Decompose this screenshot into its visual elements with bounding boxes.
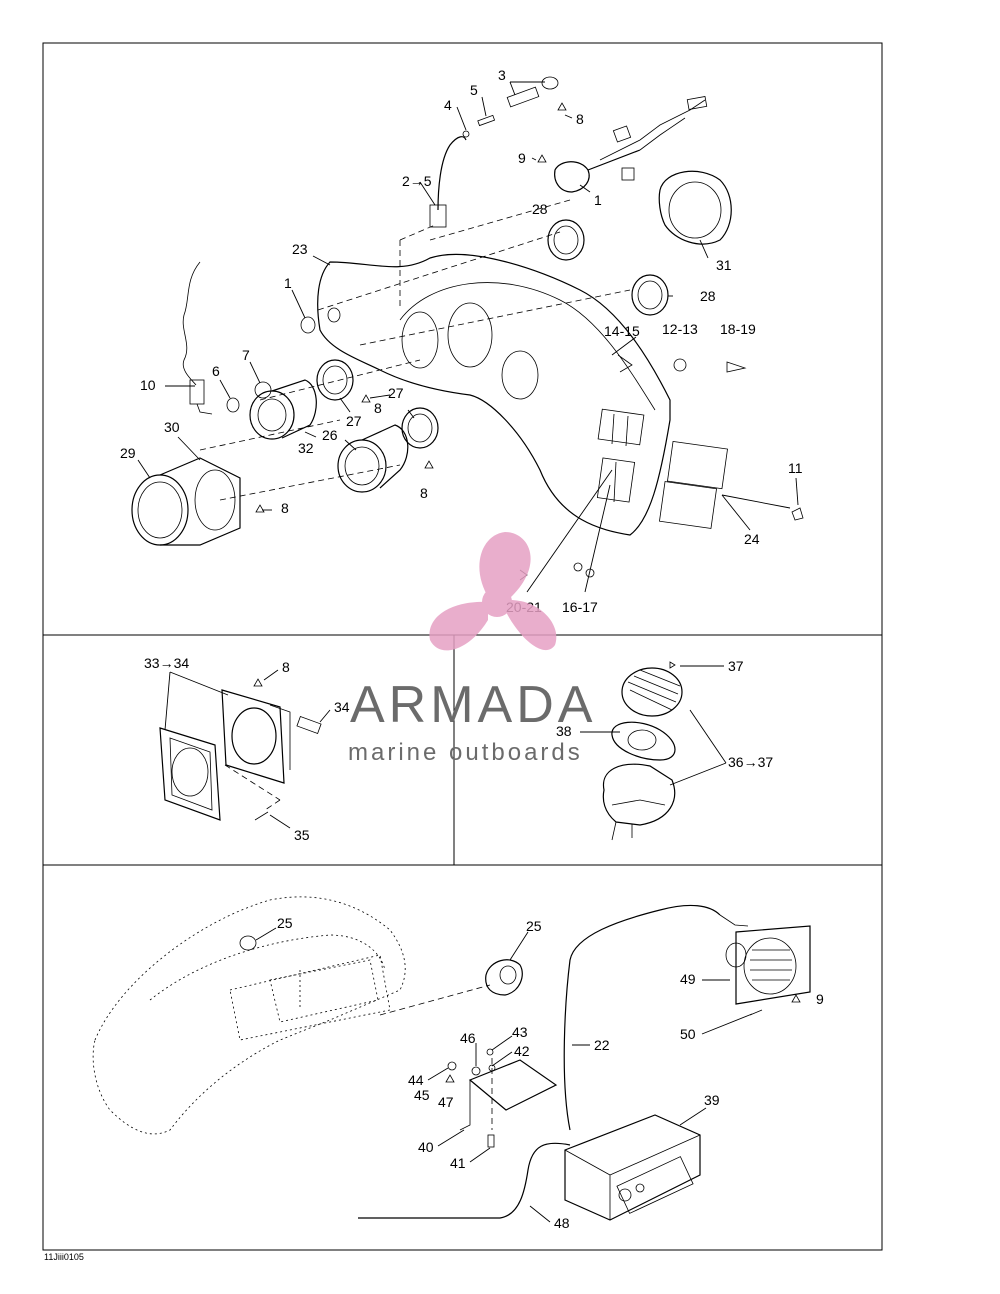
label-8-c: 8	[420, 485, 428, 501]
label-33-34: 33→34	[144, 655, 189, 671]
label-44: 44	[408, 1072, 424, 1088]
leader-lines-middle-right	[580, 665, 727, 786]
label-5: 5	[470, 82, 478, 98]
label-36-37: 36→37	[728, 754, 773, 770]
dashboard-panel	[131, 76, 804, 581]
label-16-17: 16-17	[562, 599, 598, 615]
propeller-logo-icon	[429, 532, 557, 651]
gauge-bezel-panel	[159, 678, 322, 821]
label-7: 7	[242, 347, 250, 363]
label-2-5: 2→5	[402, 173, 432, 189]
label-35: 35	[294, 827, 310, 843]
label-43: 43	[512, 1024, 528, 1040]
label-11: 11	[788, 460, 803, 476]
labels-top-panel: 3 4 5 8 9 1 2→5 28 31 23 28 1 14-15 12-1…	[120, 67, 803, 615]
labels-middle-right: 37 38 36→37	[556, 658, 773, 770]
diagram-reference-code: 11Jiii0105	[44, 1252, 84, 1262]
label-1: 1	[594, 192, 602, 208]
label-22: 22	[594, 1037, 610, 1053]
label-40: 40	[418, 1139, 434, 1155]
label-25-b: 25	[526, 918, 542, 934]
label-42: 42	[514, 1043, 530, 1059]
label-30: 30	[164, 419, 180, 435]
label-27-b: 27	[346, 413, 362, 429]
label-29: 29	[120, 445, 136, 461]
label-6: 6	[212, 363, 220, 379]
label-23: 23	[292, 241, 308, 257]
label-1-left: 1	[284, 275, 292, 291]
label-39: 39	[704, 1092, 720, 1108]
label-8-b: 8	[374, 400, 382, 416]
label-48: 48	[554, 1215, 570, 1231]
label-49: 49	[680, 971, 696, 987]
label-28: 28	[532, 201, 548, 217]
label-9: 9	[518, 150, 526, 166]
label-3: 3	[498, 67, 506, 83]
label-25: 25	[277, 915, 293, 931]
label-14-15: 14-15	[604, 323, 640, 339]
leader-lines-top	[137, 81, 799, 593]
label-38: 38	[556, 723, 572, 739]
radio-install-panel	[92, 896, 811, 1221]
leader-lines-bottom	[255, 927, 753, 1223]
label-4: 4	[444, 97, 452, 113]
label-50: 50	[680, 1026, 696, 1042]
label-28-lower: 28	[700, 288, 716, 304]
label-34: 34	[334, 699, 350, 715]
labels-middle-left: 33→34 8 34 35	[144, 655, 350, 843]
armada-watermark: ARMADA marine outboards	[348, 532, 596, 766]
label-8-e: 8	[282, 659, 290, 675]
label-8-d: 8	[281, 500, 289, 516]
propeller-blade-top	[479, 532, 531, 600]
label-46: 46	[460, 1030, 476, 1046]
label-45: 45	[414, 1087, 430, 1103]
label-26: 26	[322, 427, 338, 443]
label-32: 32	[298, 440, 314, 456]
label-9-b: 9	[816, 991, 824, 1007]
label-8: 8	[576, 111, 584, 127]
label-18-19: 18-19	[720, 321, 756, 337]
speaker-grille-panel	[602, 661, 683, 841]
propeller-hub	[482, 587, 512, 617]
label-31: 31	[716, 257, 732, 273]
propeller-blade-right	[505, 600, 557, 651]
label-24: 24	[744, 531, 760, 547]
label-37: 37	[728, 658, 744, 674]
label-41: 41	[450, 1155, 466, 1171]
watermark-tagline: marine outboards	[348, 739, 583, 766]
label-27: 27	[388, 385, 404, 401]
propeller-blade-left	[429, 601, 488, 651]
label-12-13: 12-13	[662, 321, 698, 337]
leader-lines-middle-left	[164, 669, 331, 829]
label-47: 47	[438, 1094, 454, 1110]
label-10: 10	[140, 377, 156, 393]
panel-frames	[42, 42, 883, 1251]
labels-bottom-panel: 25 25 22 43 46 42 44 45 47 39 40 41 48 4…	[277, 915, 824, 1231]
watermark-brand: ARMADA	[350, 676, 596, 734]
